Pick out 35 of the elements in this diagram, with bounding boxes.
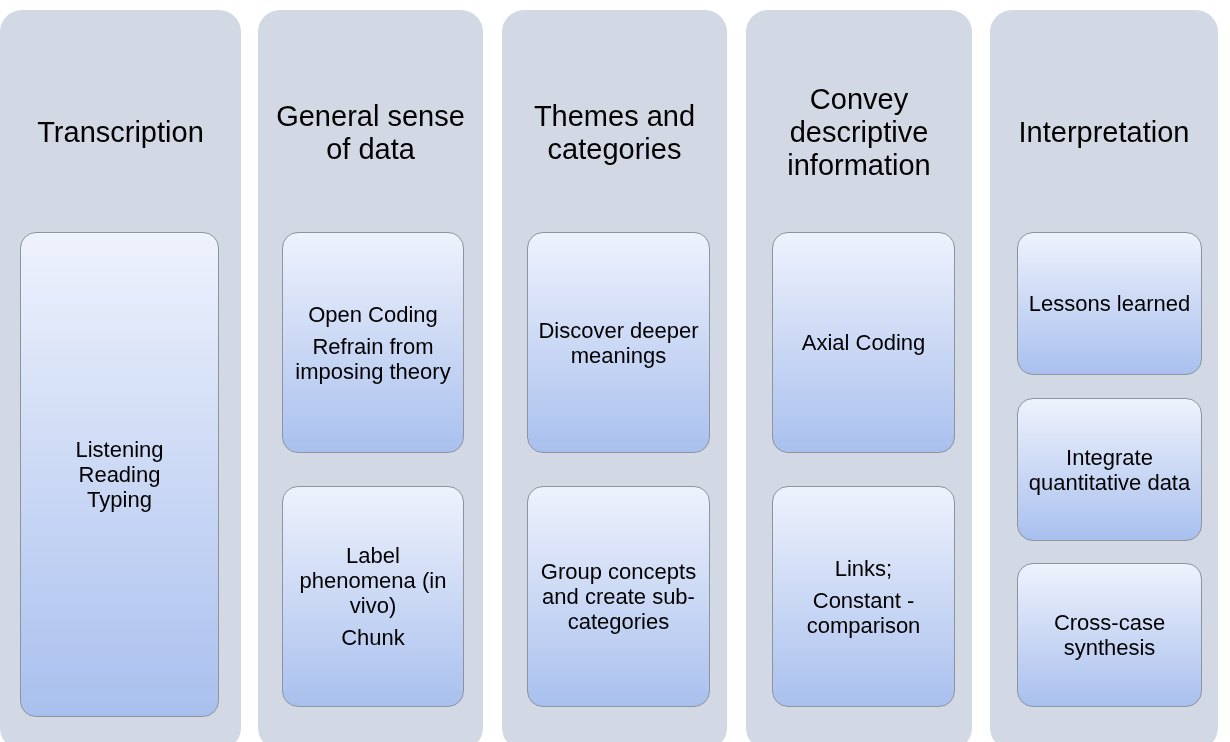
step-box: [1017, 563, 1202, 707]
step-text: Label phenomena (in vivo): [298, 543, 448, 618]
step-box: [1017, 398, 1202, 541]
column-panel: [502, 10, 727, 742]
step-text: Constant - comparison: [805, 587, 922, 638]
step-box: [282, 486, 464, 707]
step-text: Refrain from imposing theory: [294, 333, 452, 384]
step-text: Links;: [834, 555, 893, 581]
step-text: Chunk: [341, 625, 405, 650]
step-text: Lessons learned: [1028, 291, 1191, 316]
step-box: [527, 486, 710, 707]
step-text: Axial Coding: [801, 330, 926, 355]
column-panel: [0, 10, 241, 742]
column-panel: [746, 10, 972, 742]
column-heading: Themes and categories: [532, 99, 697, 166]
column-heading: Interpretation: [1018, 116, 1190, 149]
step-text: Cross-case synthesis: [1052, 610, 1167, 660]
step-box: [527, 232, 710, 453]
step-text: Typing: [87, 487, 152, 512]
step-box: [1017, 232, 1202, 375]
step-text: Discover deeper meanings: [537, 317, 700, 368]
step-box: [20, 232, 219, 717]
step-text: Integrate quantitative data: [1027, 444, 1192, 495]
step-box: [772, 486, 955, 707]
column-heading: Transcription: [37, 116, 204, 149]
step-box: [772, 232, 955, 453]
step-text: Open Coding: [308, 301, 438, 327]
column-panel: [258, 10, 483, 742]
column-heading: General sense of data: [275, 99, 466, 166]
step-text: Reading: [78, 462, 161, 487]
step-text: Group concepts and create sub-categories: [539, 559, 698, 634]
step-box: [282, 232, 464, 453]
step-text: Listening: [75, 437, 164, 462]
column-panel: [990, 10, 1218, 742]
column-heading: Convey descriptive information: [786, 83, 932, 182]
